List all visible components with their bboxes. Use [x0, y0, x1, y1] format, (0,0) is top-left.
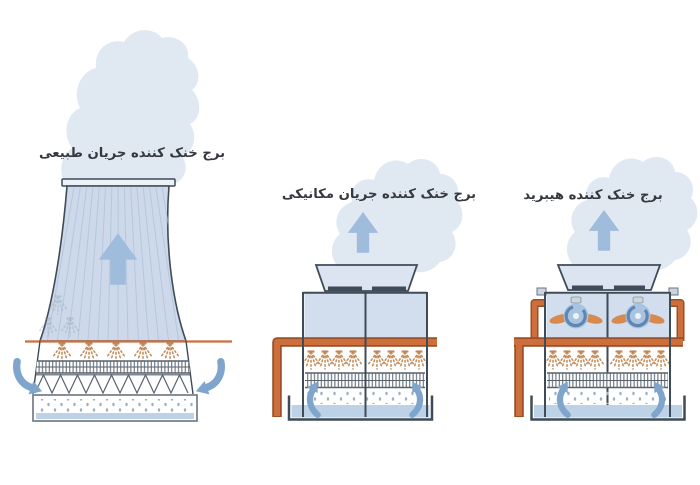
basin-water: [534, 405, 682, 418]
fan-deck: [572, 285, 603, 290]
casing: [302, 291, 428, 417]
corner-bracket: [536, 287, 547, 296]
fill-media: [36, 360, 190, 374]
hybrid-tower: [514, 157, 698, 421]
fan-deck: [372, 286, 406, 291]
fan-stack: [314, 264, 419, 292]
mechanical-draft-tower: [272, 159, 463, 421]
natural-draft-tower-label: برج خنک کننده جریان طبیعی: [38, 146, 226, 161]
collection-basin: [32, 394, 198, 422]
falling-droplets: [37, 399, 193, 412]
fan-stack: [556, 264, 662, 291]
fan-deck: [328, 286, 362, 291]
basin-water: [291, 405, 430, 418]
steam-plume: [566, 157, 698, 271]
coil-pipes: [514, 299, 685, 417]
falling-droplets: [549, 390, 666, 404]
air-inlet-arrow-icon: [196, 362, 221, 395]
tower-rim: [61, 178, 176, 187]
collection-basin: [530, 395, 686, 421]
corner-bracket: [668, 287, 679, 296]
collection-basin: [287, 395, 434, 421]
natural-draft-tower: [17, 30, 232, 422]
basin-water: [36, 413, 194, 419]
steam-plume: [61, 30, 200, 196]
support-truss: [34, 373, 190, 395]
casing: [544, 291, 671, 417]
fan-deck: [614, 285, 645, 290]
steam-plume: [331, 159, 463, 273]
hot-water-pipe: [272, 337, 437, 417]
mechanical-draft-tower-label: برج خنک کننده جریان مکانیکی: [281, 187, 477, 202]
hybrid-tower-label: برج خنک کننده هیبرید: [523, 188, 663, 203]
